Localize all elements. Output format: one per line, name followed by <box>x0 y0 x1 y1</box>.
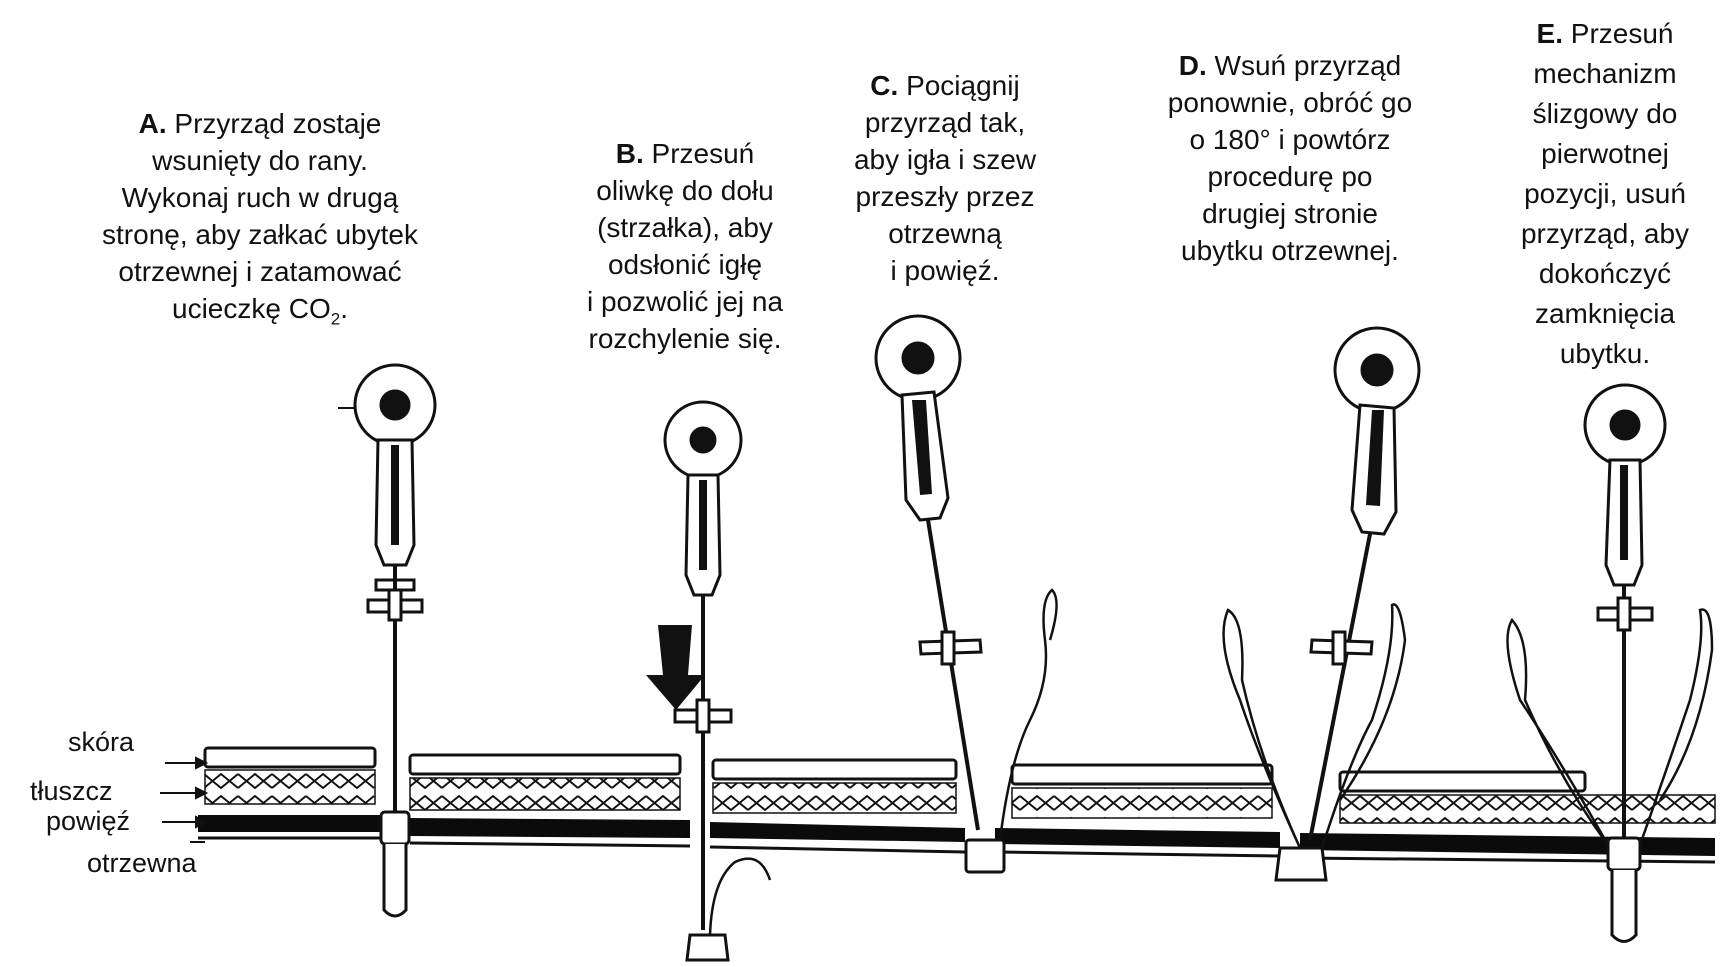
tissue-layers <box>198 746 1716 864</box>
layer-label-skin: skóra <box>68 727 135 757</box>
caption-line: przyrząd, aby <box>1520 218 1690 249</box>
caption-line: i powięź. <box>890 255 1000 286</box>
fat-segment <box>1339 794 1716 824</box>
instrument-b <box>646 400 772 962</box>
step-letter: D. <box>1178 50 1207 81</box>
step-letter: A. <box>138 108 167 139</box>
caption-line: ślizgowy do <box>1532 98 1678 129</box>
caption-line: Wsuń przyrząd <box>1214 50 1402 81</box>
caption-line: otrzewnej i zatamować <box>118 256 402 287</box>
skin-segment <box>711 758 958 781</box>
caption-line: ubytku. <box>1559 338 1651 369</box>
fascia-band <box>198 815 1715 856</box>
layer-label-fascia: powięź <box>46 806 131 836</box>
caption-line: przyrząd tak, <box>864 107 1026 138</box>
step-b-caption: B. Przesuń oliwkę do dołu (strzałka), ab… <box>515 135 855 357</box>
caption-line: zamknięcia <box>1534 298 1676 329</box>
caption-line: ponownie, obróć go <box>1167 87 1413 118</box>
fat-segment <box>409 777 681 811</box>
skin-segment <box>203 746 377 769</box>
step-c-caption: C. Pociągnij przyrząd tak, aby igła i sz… <box>795 67 1095 289</box>
caption-suffix: . <box>340 293 348 324</box>
co2-subscript: 2 <box>330 309 341 329</box>
layer-label-fat: tłuszcz <box>30 776 113 806</box>
caption-line: (strzałka), aby <box>597 212 773 243</box>
caption-line: pozycji, usuń <box>1524 178 1686 209</box>
caption-line: mechanizm <box>1533 58 1677 89</box>
caption-line: przeszły przez <box>855 181 1035 212</box>
layer-arrows <box>160 756 209 843</box>
fat-segment <box>1011 787 1273 819</box>
skin-segment <box>1338 770 1587 793</box>
caption-line: otrzewną <box>888 218 1002 249</box>
layer-label-peritoneum: otrzewna <box>87 848 197 878</box>
caption-line: stronę, aby załkać ubytek <box>102 219 418 250</box>
caption-line: o 180° i powtórz <box>1189 124 1391 155</box>
instrument-d <box>1222 326 1421 882</box>
fat-segment <box>204 769 376 805</box>
peritoneum-line <box>198 836 1716 864</box>
caption-line: rozchylenie się. <box>588 323 782 354</box>
caption-line: i pozwolić jej na <box>586 286 784 317</box>
caption-line: pierwotnej <box>1541 138 1669 169</box>
caption-line: wsunięty do rany. <box>152 145 368 176</box>
instrument-e <box>1506 383 1714 943</box>
caption-line: aby igła i szew <box>853 144 1037 175</box>
caption-line: Wykonaj ruch w drugą <box>121 182 399 213</box>
step-letter: B. <box>615 138 644 169</box>
caption-line: dokończyć <box>1538 258 1672 289</box>
caption-line: ucieczkę CO <box>172 293 331 324</box>
step-a-caption: A. Przyrząd zostaje wsunięty do rany. Wy… <box>50 105 470 338</box>
caption-line: Pociągnij <box>906 70 1020 101</box>
instrument-a <box>338 363 437 918</box>
caption-line: Przesuń <box>1570 18 1674 49</box>
caption-line: oliwkę do dołu <box>596 175 774 206</box>
fat-segment <box>712 782 957 814</box>
caption-line: drugiej stronie <box>1202 198 1378 229</box>
instrument-c <box>874 314 1058 874</box>
caption-line: Przyrząd zostaje <box>174 108 382 139</box>
step-d-caption: D. Wsuń przyrząd ponownie, obróć go o 18… <box>1120 47 1460 269</box>
step-letter: C. <box>870 70 899 101</box>
skin-segment <box>408 753 682 776</box>
step-letter: E. <box>1536 18 1563 49</box>
caption-line: procedurę po <box>1207 161 1373 192</box>
skin-segment <box>1010 763 1274 786</box>
caption-line: ubytku otrzewnej. <box>1181 235 1399 266</box>
caption-line: odsłonić igłę <box>607 249 763 280</box>
step-e-caption: E. Przesuń mechanizm ślizgowy do pierwot… <box>1490 14 1720 374</box>
caption-line: Przesuń <box>651 138 755 169</box>
down-arrow-icon <box>646 625 705 710</box>
